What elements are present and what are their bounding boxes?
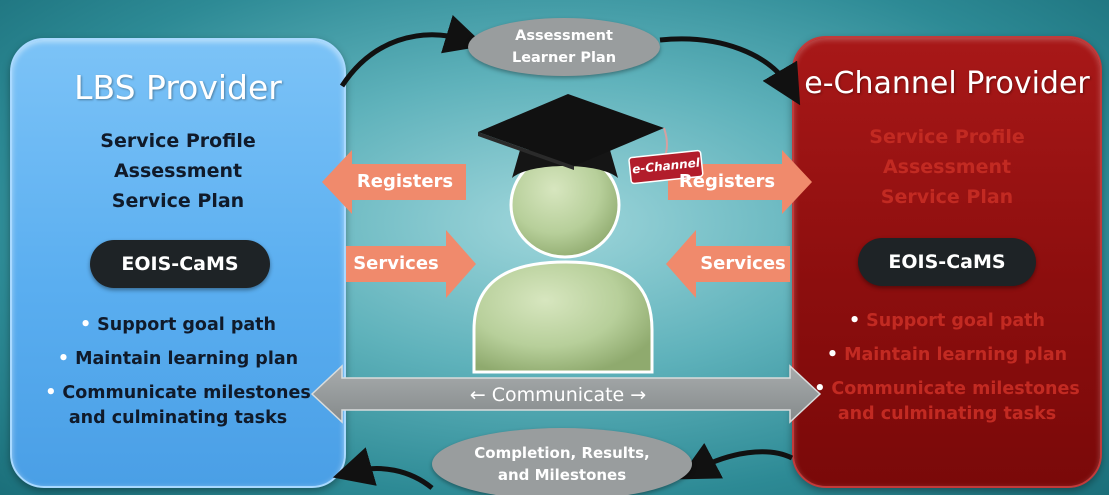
curve-arrow-bottom-right [678,442,794,480]
right-services-arrow [666,230,790,298]
curve-arrow-bottom-left [332,447,434,490]
echannel-service-plan: Service Plan [880,186,1014,208]
echannel-bullet-support: •Support goal path [848,311,1046,331]
lbs-service-profile: Service Profile [100,130,256,152]
lbs-service-list: Service Profile Assessment Service Plan [12,126,344,216]
ellipse-top-line1: Assessment [515,28,613,44]
lbs-bullet-support: •Support goal path [79,315,277,335]
completion-results-ellipse: Completion, Results, and Milestones [432,428,692,495]
left-registers-arrow [322,150,466,214]
lbs-provider-panel: LBS Provider Service Profile Assessment … [10,38,346,488]
ellipse-bottom-line2: and Milestones [497,466,627,484]
assessment-learner-plan-ellipse: Assessment Learner Plan [468,18,660,76]
communicate-double-arrow [310,364,822,424]
echannel-tag [628,149,704,185]
learner-body [472,260,654,374]
left-services-arrow [346,230,476,298]
lbs-service-plan: Service Plan [111,190,245,212]
lbs-bullet-list: •Support goal path •Maintain learning pl… [12,308,344,430]
ellipse-top-line2: Learner Plan [511,50,617,66]
echannel-bullet-list: •Support goal path •Maintain learning pl… [794,304,1100,426]
lbs-assessment: Assessment [113,160,243,182]
ellipse-bottom-line1: Completion, Results, [474,444,650,462]
echannel-assessment: Assessment [882,156,1012,178]
right-registers-arrow [668,150,812,214]
echannel-service-list: Service Profile Assessment Service Plan [794,122,1100,212]
curve-arrow-top-left [339,15,486,88]
echannel-bullet-maintain: •Maintain learning plan [826,345,1068,365]
echannel-provider-title: e-Channel Provider [804,66,1090,101]
curve-arrow-top-right [659,36,801,106]
lbs-bullet-maintain: •Maintain learning plan [57,349,299,369]
lbs-eois-cams-pill: EOIS-CaMS [90,240,270,288]
communicate-label: ← Communicate → [469,384,647,406]
echannel-service-profile: Service Profile [869,126,1025,148]
lbs-provider-title: LBS Provider [74,68,282,107]
echannel-provider-panel: e-Channel Provider Service Profile Asses… [792,36,1102,488]
echannel-eois-cams-pill: EOIS-CaMS [858,238,1036,286]
